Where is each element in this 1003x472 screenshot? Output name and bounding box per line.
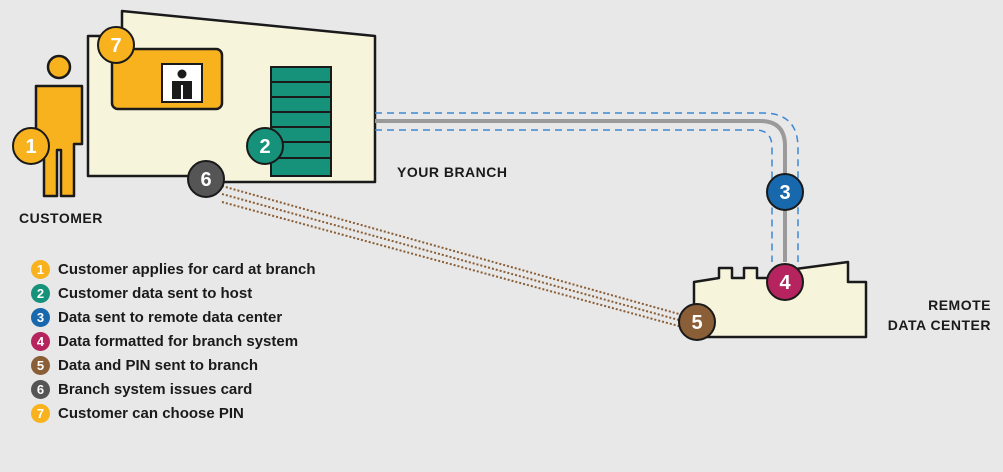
legend-item-2: 2 Customer data sent to host — [31, 281, 316, 305]
legend-number-4: 4 — [31, 331, 50, 351]
step-node-1: 1 — [12, 127, 50, 165]
remote-data-center-label: REMOTE DATA CENTER — [888, 295, 991, 335]
legend-number-2: 2 — [31, 283, 50, 303]
step-node-7-number: 7 — [110, 35, 121, 57]
legend-text-2: Customer data sent to host — [58, 284, 253, 302]
legend-number-6: 6 — [31, 379, 50, 399]
legend-text-5: Data and PIN sent to branch — [58, 356, 259, 374]
step-node-6-number: 6 — [200, 169, 211, 191]
step-node-5: 5 — [678, 303, 716, 341]
remote-label-line1: REMOTE — [928, 297, 991, 313]
dotted-data-link — [221, 185, 687, 329]
legend-item-7: 7 Customer can choose PIN — [31, 401, 316, 425]
step-node-4: 4 — [766, 263, 804, 301]
step-node-3: 3 — [766, 173, 804, 211]
legend-item-4: 4 Data formatted for branch system — [31, 329, 316, 353]
steps-legend: 1 Customer applies for card at branch 2 … — [31, 257, 316, 425]
pin-terminal-icon — [110, 47, 224, 111]
step-node-5-number: 5 — [691, 312, 702, 334]
step-node-1-number: 1 — [25, 136, 36, 158]
step-node-2: 2 — [246, 127, 284, 165]
person-icon — [34, 54, 84, 198]
legend-number-1: 1 — [31, 259, 50, 279]
dashed-network-link — [375, 112, 799, 262]
step-node-3-number: 3 — [779, 182, 790, 204]
legend-text-6: Branch system issues card — [58, 380, 253, 398]
legend-number-7: 7 — [31, 403, 50, 423]
server-rack-icon — [270, 66, 332, 177]
step-node-7: 7 — [97, 26, 135, 64]
legend-text-4: Data formatted for branch system — [58, 332, 299, 350]
customer-label: CUSTOMER — [19, 210, 103, 226]
legend-item-5: 5 Data and PIN sent to branch — [31, 353, 316, 377]
legend-text-1: Customer applies for card at branch — [58, 260, 316, 278]
step-node-2-number: 2 — [259, 136, 270, 158]
legend-number-3: 3 — [31, 307, 50, 327]
your-branch-label: YOUR BRANCH — [397, 164, 508, 180]
remote-label-line2: DATA CENTER — [887, 317, 991, 333]
legend-text-7: Customer can choose PIN — [58, 404, 244, 422]
legend-number-5: 5 — [31, 355, 50, 375]
legend-item-1: 1 Customer applies for card at branch — [31, 257, 316, 281]
step-node-6: 6 — [187, 160, 225, 198]
legend-item-6: 6 Branch system issues card — [31, 377, 316, 401]
solid-network-link — [375, 119, 787, 262]
legend-text-3: Data sent to remote data center — [58, 308, 283, 326]
step-node-4-number: 4 — [779, 272, 791, 294]
legend-item-3: 3 Data sent to remote data center — [31, 305, 316, 329]
